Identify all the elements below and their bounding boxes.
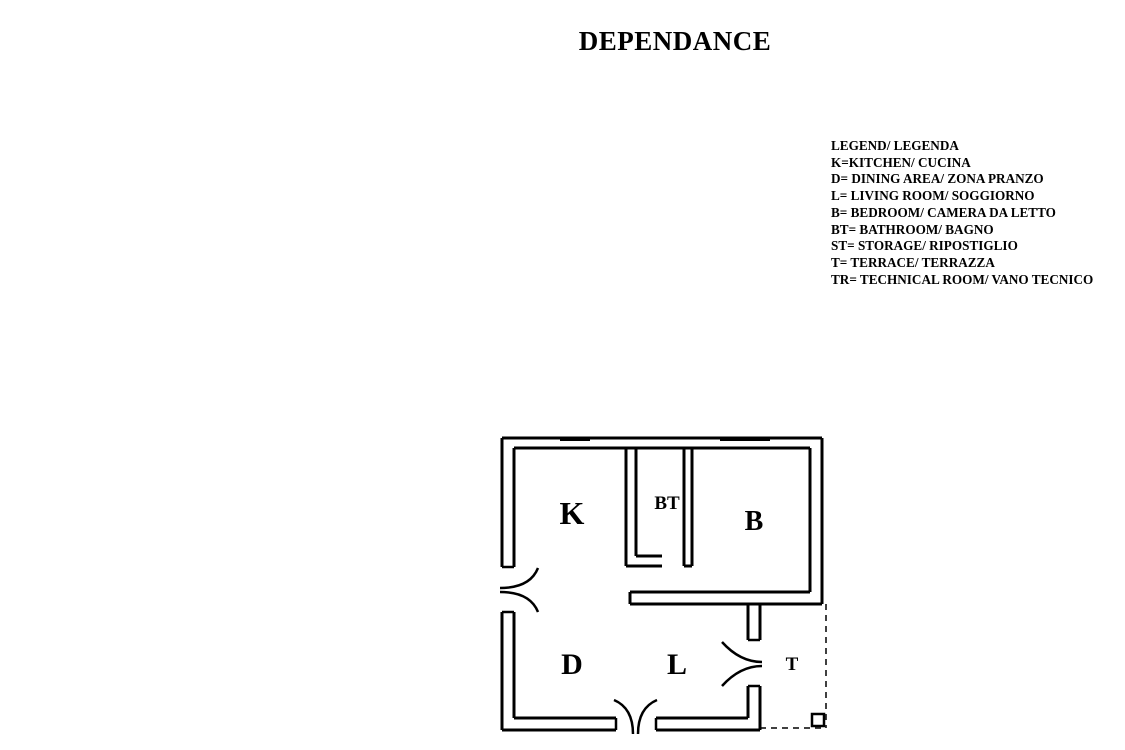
- legend-item-bathroom: BT= BATHROOM/ BAGNO: [831, 221, 994, 237]
- door-bottom-leaf-left: [613, 698, 635, 735]
- door-left-leaf-top: [499, 567, 540, 590]
- legend-item-living: L= LIVING ROOM/ SOGGIORNO: [831, 188, 1035, 204]
- legend-item-kitchen: K=KITCHEN/ CUCINA: [831, 154, 971, 170]
- room-label-bedroom: B: [745, 506, 764, 537]
- door-terrace: [721, 638, 763, 688]
- room-label-living: L: [667, 648, 687, 681]
- legend-item-dining: D= DINING AREA/ ZONA PRANZO: [831, 171, 1044, 187]
- room-label-dining: D: [561, 648, 583, 681]
- legend-item-terrace: T= TERRACE/ TERRAZZA: [831, 254, 995, 270]
- legend-item-bedroom: B= BEDROOM/ CAMERA DA LETTO: [831, 204, 1056, 220]
- page-title: DEPENDANCE: [578, 26, 772, 56]
- door-bottom-leaf-right: [636, 698, 658, 735]
- terrace-boundary: [760, 604, 827, 729]
- door-bottom: [613, 698, 658, 735]
- bathroom-walls: [624, 448, 694, 568]
- room-label-bathroom: BT: [654, 493, 680, 514]
- legend: LEGEND/ LEGENDA K=KITCHEN/ CUCINA D= DIN…: [831, 138, 1093, 288]
- outer-walls: [500, 436, 824, 732]
- room-label-terrace: T: [786, 654, 799, 675]
- room-label-kitchen: K: [560, 495, 585, 531]
- door-terrace-leaf-top: [721, 641, 763, 664]
- door-left: [499, 565, 540, 614]
- terrace-pillar: [810, 712, 826, 728]
- door-left-leaf-bottom: [499, 590, 540, 613]
- legend-item-storage: ST= STORAGE/ RIPOSTIGLIO: [831, 238, 1018, 254]
- legend-item-technical-room: TR= TECHNICAL ROOM/ VANO TECNICO: [831, 271, 1094, 287]
- title-area: DEPENDANCE: [0, 0, 1125, 80]
- legend-heading: LEGEND/ LEGENDA: [831, 138, 959, 153]
- door-terrace-leaf-bottom: [721, 664, 763, 687]
